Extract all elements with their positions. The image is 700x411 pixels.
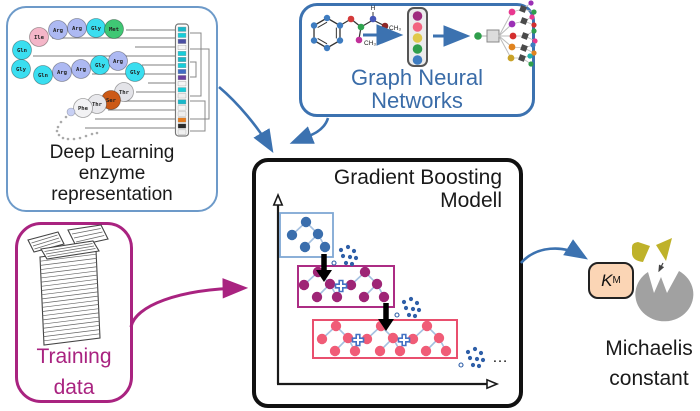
deep-learning-label-line2: enzyme xyxy=(78,163,146,184)
gnn-label-line1: Graph Neural xyxy=(350,65,484,90)
km-symbol: K xyxy=(601,270,613,290)
enzyme-graphic xyxy=(631,238,694,322)
km-subscript: M xyxy=(612,275,621,286)
deep-learning-label: Deep Learning enzyme representation xyxy=(6,142,218,205)
gnn-label: Graph Neural Networks xyxy=(299,66,535,112)
training-label-line1: Training xyxy=(36,345,112,368)
enzyme-blob xyxy=(635,271,694,322)
training-data-label: Training data xyxy=(15,341,133,403)
deep-learning-label-line3: representation xyxy=(51,184,173,205)
michaelis-label-line1: Michaelis xyxy=(605,337,693,360)
arrow-training-to-gbm xyxy=(129,278,249,328)
gbm-title-line1: Gradient Boosting xyxy=(333,166,502,189)
deep-learning-label-line1: Deep Learning xyxy=(49,142,175,163)
fan-leaf-0-0 xyxy=(528,0,534,6)
gbm-title-line2: Modell xyxy=(440,188,502,212)
michaelis-constant-label: Michaelis constant xyxy=(586,334,700,394)
gnn-label-line2: Networks xyxy=(371,88,463,113)
substrate-binding-arrow xyxy=(658,262,665,273)
arrow-deep-learning-to-gbm xyxy=(218,86,274,154)
arrow-gnn-to-gbm xyxy=(289,117,330,144)
training-label-line2: data xyxy=(53,376,95,399)
arrow-gbm-to-km xyxy=(520,239,588,264)
substrate-piece-right xyxy=(656,238,672,261)
substrate-piece-left xyxy=(631,242,650,262)
michaelis-label-line2: constant xyxy=(609,367,689,390)
gbm-title: Gradient Boosting Modell xyxy=(260,166,502,212)
